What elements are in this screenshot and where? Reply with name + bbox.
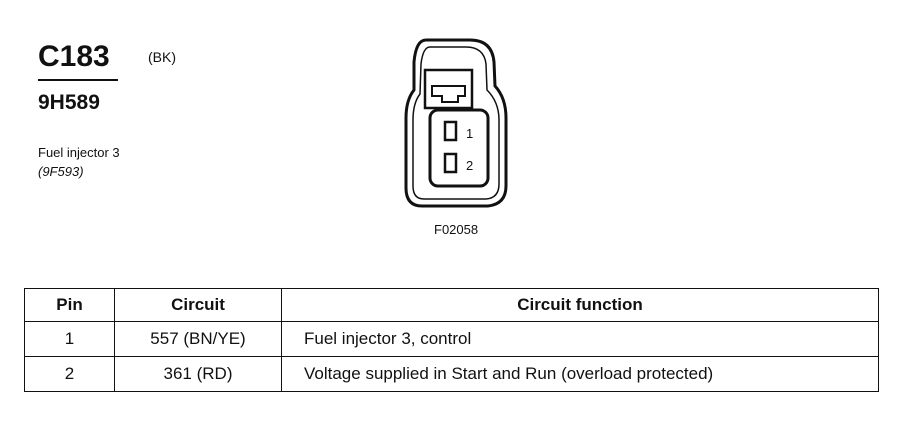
locking-tab	[423, 68, 474, 110]
pin-1-label: 1	[466, 126, 473, 141]
pin-cavity-block	[428, 108, 490, 188]
pin-1-terminal	[443, 120, 458, 142]
component-name: Fuel injector 3	[38, 145, 120, 160]
cell-circuit: 361 (RD)	[114, 356, 282, 392]
connector-face-diagram: 1 2	[404, 38, 508, 208]
connector-housing-inner	[412, 46, 500, 200]
figure-code: F02058	[434, 222, 479, 237]
cell-circuit-function: Fuel injector 3, control	[281, 321, 879, 357]
cell-circuit: 557 (BN/YE)	[114, 321, 282, 357]
connector-id: C183	[38, 40, 110, 73]
table-header-row: Pin Circuit Circuit function	[24, 288, 879, 322]
cell-pin: 2	[24, 356, 115, 392]
pin-table: Pin Circuit Circuit function 1 557 (BN/Y…	[24, 288, 879, 392]
table-row: 2 361 (RD) Voltage supplied in Start and…	[24, 356, 879, 392]
title-divider	[38, 79, 118, 81]
connector-housing-outline	[404, 38, 508, 208]
connector-color-code: (BK)	[148, 49, 176, 65]
component-reference: (9F593)	[38, 164, 84, 179]
header-circuit: Circuit	[114, 288, 282, 322]
pin-2-label: 2	[466, 158, 473, 173]
cell-pin: 1	[24, 321, 115, 357]
table-row: 1 557 (BN/YE) Fuel injector 3, control	[24, 321, 879, 357]
pin-2-terminal	[443, 152, 458, 174]
header-pin: Pin	[24, 288, 115, 322]
cell-circuit-function: Voltage supplied in Start and Run (overl…	[281, 356, 879, 392]
header-circuit-function: Circuit function	[281, 288, 879, 322]
connector-part-number: 9H589	[38, 91, 100, 114]
locking-tab-latch	[431, 85, 466, 103]
